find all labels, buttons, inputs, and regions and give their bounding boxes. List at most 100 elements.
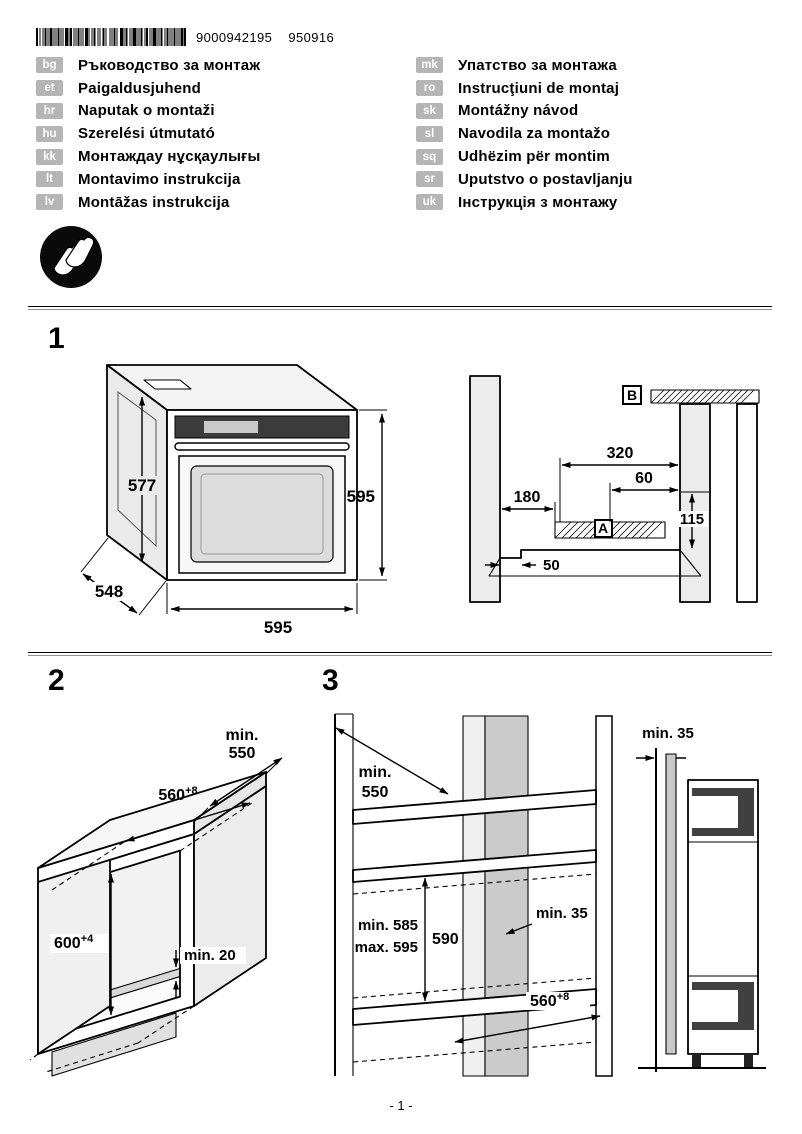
dim-label: 595 — [347, 487, 375, 506]
language-code-badge: mk — [416, 57, 443, 74]
language-code-badge: uk — [416, 194, 443, 211]
language-title: Montážny návod — [458, 102, 579, 120]
figure3-tall-cabinet-drawing: min. 550 min. 585 max. 595 590 min. 35 5… — [334, 713, 613, 1077]
niche-walls — [469, 375, 758, 603]
page-number: - 1 - — [389, 1098, 413, 1113]
figure-1-oven: 595 577 548 595 — [52, 350, 402, 655]
language-title: Naputak o montaži — [78, 102, 215, 120]
detail-b-label: B — [627, 387, 637, 403]
figure-2-cabinet: min. 550 560+8 600+4 min. 20 — [26, 700, 318, 1085]
dim-label: 600+4 — [54, 933, 94, 952]
figure-1-number: 1 — [48, 322, 65, 355]
language-list-left: bg Ръководство за монтаж et Paigaldusjuhen… — [36, 54, 406, 214]
language-code-badge: et — [36, 80, 63, 97]
barcode-block: 9000942195 950916 — [36, 28, 334, 47]
list-item: kk Монтаждау нұсқаулығы — [36, 145, 406, 168]
figure1-oven-drawing: 595 577 548 595 — [80, 364, 387, 637]
language-title: Szerelési útmutató — [78, 125, 215, 143]
figure-3-side-view: min. 35 — [632, 712, 772, 1087]
dimension-width-560: 560+8 — [51, 785, 253, 891]
gloves-icon — [40, 226, 102, 288]
dim-label: 560+8 — [530, 991, 569, 1010]
dim-label: 595 — [264, 618, 292, 637]
dimension-body-height-577: 577 — [123, 396, 161, 563]
section-divider — [28, 652, 772, 656]
dim-label: 550 — [362, 784, 389, 801]
figure-2-number: 2 — [48, 664, 65, 697]
dim-label: min. 20 — [184, 947, 236, 964]
language-code-badge: sk — [416, 102, 443, 119]
figure-3-tall-cabinet: min. 550 min. 585 max. 595 590 min. 35 5… — [320, 702, 622, 1087]
dim-label: min. 585 — [358, 917, 418, 934]
language-title: Монтаждау нұсқаулығы — [78, 148, 261, 166]
dim-label: min. 35 — [642, 725, 694, 742]
language-code-badge: lv — [36, 194, 63, 211]
dimension-rear-gap-min20: min. 20 — [173, 947, 246, 997]
language-title: Montavimo instrukcija — [78, 170, 241, 188]
section-divider — [28, 306, 772, 310]
dimension-depth-548: 548 — [80, 537, 167, 616]
dim-label: 115 — [680, 511, 704, 528]
language-code-badge: lt — [36, 171, 63, 188]
language-title: Упатство за монтажа — [458, 56, 617, 74]
detail-b-bar: B — [622, 385, 760, 405]
dimension-320: 320 — [559, 445, 679, 522]
dimension-60: 60 — [609, 470, 679, 522]
figure3-side-clearance-drawing: min. 35 — [636, 725, 766, 1072]
dimension-50: 50 — [485, 557, 560, 574]
dim-label: 320 — [607, 445, 634, 462]
dim-label: 60 — [635, 470, 653, 487]
dimension-width-595: 595 — [166, 583, 358, 637]
list-item: et Paigaldusjuhend — [36, 77, 406, 100]
dim-label: max. 595 — [355, 939, 418, 956]
language-list-right: mk Упатство за монтажа ro Instrucţiuni de … — [416, 54, 786, 214]
shelves — [352, 789, 597, 1026]
side-view-drawing — [638, 748, 766, 1072]
language-code-badge: bg — [36, 57, 63, 74]
language-title: Інструкція з монтажу — [458, 193, 618, 211]
language-code-badge: hr — [36, 102, 63, 119]
dimension-115: 115 — [676, 491, 711, 549]
dim-label: 548 — [95, 582, 123, 601]
dim-label: 560+8 — [158, 785, 197, 804]
dimension-width-560: 560+8 — [454, 991, 601, 1044]
figure-1-niche: B A 320 60 — [455, 362, 775, 632]
dim-label: min. 35 — [536, 905, 588, 922]
dimension-depth-min550: min. 550 — [335, 727, 449, 801]
language-title: Ръководство за монтаж — [78, 56, 261, 74]
dim-label: 180 — [514, 489, 541, 506]
dimension-height-600: 600+4 — [50, 873, 114, 1016]
language-code-badge: ro — [416, 80, 443, 97]
language-title: Paigaldusjuhend — [78, 79, 202, 97]
list-item: sk Montážny návod — [416, 100, 786, 123]
language-title: Udhëzim për montim — [458, 148, 610, 166]
dim-label: 50 — [543, 557, 560, 574]
figure2-cabinet-drawing: min. 550 560+8 600+4 min. 20 — [29, 727, 283, 1077]
language-code-badge: kk — [36, 148, 63, 165]
language-code-badge: sr — [416, 171, 443, 188]
language-title: Instrucţiuni de montaj — [458, 79, 620, 97]
dim-label: min. — [359, 764, 392, 781]
dimension-wall-gap-min35: min. 35 — [636, 725, 694, 761]
barcode-graphic — [36, 28, 186, 46]
doc-code: 950916 — [288, 30, 335, 45]
dimension-side-gap-min35: min. 35 — [505, 905, 588, 935]
dimension-180: 180 — [501, 489, 556, 522]
dimension-niche-height: min. 585 max. 595 590 — [355, 877, 459, 1002]
hidden-edges — [352, 873, 597, 1063]
gloves-pictogram — [38, 224, 104, 295]
list-item: ro Instrucţiuni de montaj — [416, 77, 786, 100]
dim-label: 550 — [229, 745, 256, 762]
list-item: mk Упатство за монтажа — [416, 54, 786, 77]
oven-body — [106, 364, 358, 581]
list-item: uk Інструкція з монтажу — [416, 191, 786, 214]
list-item: hr Naputak o montaži — [36, 100, 406, 123]
dim-label: min. — [226, 727, 259, 744]
language-code-badge: sl — [416, 125, 443, 142]
